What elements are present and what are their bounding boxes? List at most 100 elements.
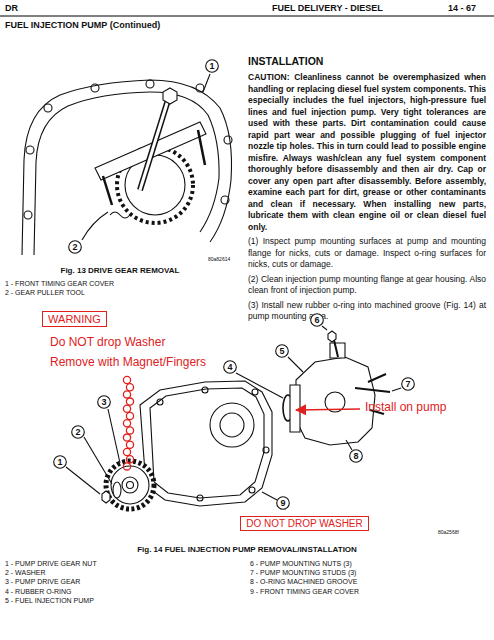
bolt-hole xyxy=(197,495,203,501)
leader-line xyxy=(236,373,283,398)
callout-number: 5 xyxy=(275,344,289,358)
figure-id: 80a2568f xyxy=(438,530,459,536)
warning-text: DO NOT DROP WASHER xyxy=(246,518,363,529)
legend-item: 7 - PUMP MOUNTING STUDS (3) xyxy=(250,569,356,577)
pump-drive-gear xyxy=(111,466,149,504)
bolt-hole xyxy=(263,447,269,453)
section-title: FUEL INJECTION PUMP (Continued) xyxy=(5,20,160,30)
bolt-boss xyxy=(26,146,34,154)
leader-line xyxy=(66,467,100,494)
bolt-hole xyxy=(157,399,163,405)
callout-circle xyxy=(350,450,363,463)
bead xyxy=(123,420,130,427)
warning-box: DO NOT DROP WASHER xyxy=(240,516,369,531)
callout-label: 6 xyxy=(314,315,319,325)
header-rule xyxy=(0,16,494,17)
puller-hex-head xyxy=(163,88,177,104)
timing-cover-outline xyxy=(22,80,232,255)
callout-label: 5 xyxy=(279,346,284,356)
section-heading: INSTALLATION xyxy=(248,55,323,67)
figure-id: 80a82614 xyxy=(208,257,230,263)
legend-item: 8 - O-RING MACHINED GROOVE xyxy=(250,578,357,586)
callout-number: 6 xyxy=(310,313,324,327)
step-text: (1) Inspect pump mounting surfaces at pu… xyxy=(248,236,486,271)
callout-label: 8 xyxy=(353,451,358,461)
bead-chain xyxy=(123,376,133,470)
legend-item: 9 - FRONT TIMING GEAR COVER xyxy=(250,588,359,596)
callout-label: 7 xyxy=(405,379,410,389)
timing-gear-cover xyxy=(140,381,272,506)
pump-drive-gear-teeth xyxy=(106,461,154,509)
callout-number: 2 xyxy=(68,240,82,254)
legend-item: 3 - PUMP DRIVE GEAR xyxy=(5,578,80,586)
leader-line xyxy=(203,74,210,92)
mounting-nut xyxy=(328,331,336,342)
callout-label: 3 xyxy=(101,397,106,407)
bolt-boss xyxy=(224,136,232,144)
callout-number: 1 xyxy=(53,455,67,469)
gear-hub xyxy=(122,477,138,493)
callout-number: 9 xyxy=(276,496,290,510)
bead xyxy=(123,463,130,470)
pump-bore xyxy=(210,403,254,447)
mounting-stud xyxy=(355,388,390,392)
washer xyxy=(113,482,121,498)
gear-bore xyxy=(127,482,134,489)
bead xyxy=(126,441,133,448)
legend-item: 4 - RUBBER O-RING xyxy=(5,588,72,596)
leader-line xyxy=(392,388,401,391)
callout-label: 9 xyxy=(280,498,285,508)
callout-circle xyxy=(54,456,67,469)
bead xyxy=(123,376,130,383)
squiggle-mark xyxy=(110,212,130,218)
warning-note: Remove with Magnet/Fingers xyxy=(50,356,206,370)
callout-circle xyxy=(72,426,85,439)
callout-circle xyxy=(98,396,111,409)
caution-text: CAUTION: Cleanliness cannot be overempha… xyxy=(248,72,486,233)
step-text: (3) Install new rubber o-ring into machi… xyxy=(248,300,486,323)
warning-note: Do NOT drop Washer xyxy=(50,336,165,350)
bolt-hole xyxy=(249,487,255,493)
legend-item: 2 - WASHER xyxy=(5,569,46,577)
bead xyxy=(123,448,130,455)
mounting-stud xyxy=(334,340,338,357)
bolt-boss xyxy=(196,84,204,92)
install-note: Install on pump xyxy=(365,401,446,415)
bead xyxy=(123,434,130,441)
leader-line xyxy=(82,212,108,240)
puller-screw-core xyxy=(140,100,168,190)
callout-number: 8 xyxy=(349,449,363,463)
callout-label: 1 xyxy=(209,61,214,71)
callout-label: 2 xyxy=(75,427,80,437)
callout-number: 7 xyxy=(401,377,415,391)
callout-circle xyxy=(311,314,324,327)
leader-line xyxy=(346,440,352,450)
callout-label: 4 xyxy=(227,362,232,372)
drive-gear-nut xyxy=(102,491,110,503)
legend-item: 6 - PUMP MOUNTING NUTS (3) xyxy=(250,560,352,568)
pump-bore-inner xyxy=(220,413,244,437)
cover-rim xyxy=(150,388,264,498)
leader-line xyxy=(108,409,120,463)
puller-screw xyxy=(140,100,168,190)
bolt-boss xyxy=(91,84,99,92)
leader-line xyxy=(84,437,112,484)
bead xyxy=(123,391,130,398)
pump-flange xyxy=(290,385,300,432)
bead xyxy=(126,412,133,419)
warning-text: WARNING xyxy=(48,313,101,325)
bead xyxy=(126,398,133,405)
callout-label: 2 xyxy=(72,242,77,252)
callout-number: 2 xyxy=(71,425,85,439)
warning-box: WARNING xyxy=(42,311,107,327)
bead xyxy=(126,384,133,391)
cover-flange xyxy=(34,92,219,255)
leader-line xyxy=(322,326,327,330)
figure-caption: Fig. 13 DRIVE GEAR REMOVAL xyxy=(10,266,230,275)
bead xyxy=(123,405,130,412)
callout-number: 4 xyxy=(223,360,237,374)
legend-item: 1 - FRONT TIMING GEAR COVER xyxy=(5,280,114,288)
legend-item: 1 - PUMP DRIVE GEAR NUT xyxy=(5,560,97,568)
callout-circle xyxy=(224,361,237,374)
bolt-boss xyxy=(146,80,154,88)
